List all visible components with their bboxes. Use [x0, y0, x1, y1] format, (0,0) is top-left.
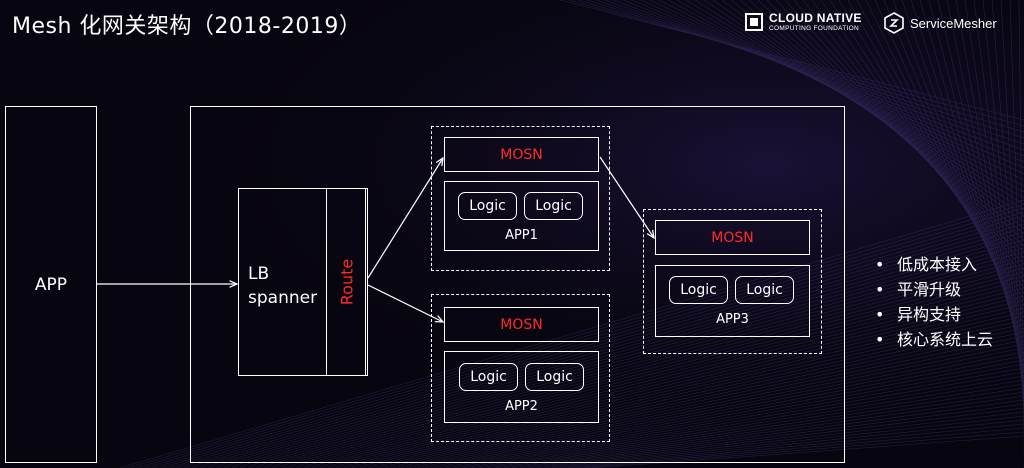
app2-group [431, 294, 610, 442]
client-app-box: APP [5, 106, 97, 463]
app2-box: Logic Logic APP2 [444, 351, 599, 423]
app2-mosn-box: MOSN [444, 307, 599, 342]
cncf-logo: CLOUD NATIVE COMPUTING FOUNDATION [745, 12, 862, 33]
app3-label: APP3 [716, 312, 749, 327]
app3-group [643, 209, 822, 354]
cncf-icon [745, 13, 763, 32]
client-app-label: APP [34, 274, 68, 295]
app3-box: Logic Logic APP3 [655, 265, 810, 337]
cncf-logo-line2: COMPUTING FOUNDATION [769, 25, 860, 32]
app2-logic-1: Logic [459, 363, 518, 391]
app1-label: APP1 [505, 228, 538, 243]
lb-spanner-box [238, 188, 366, 376]
route-box: Route [326, 188, 368, 376]
page-title: Mesh 化网关架构（2018-2019） [12, 14, 362, 39]
app1-logic-1: Logic [458, 192, 517, 220]
app3-mosn-label: MOSN [711, 229, 754, 246]
app1-mosn-box: MOSN [444, 137, 599, 172]
app2-logic-2: Logic [525, 363, 584, 391]
app1-box: Logic Logic APP1 [444, 181, 599, 251]
bullet-item: 平滑升级 [875, 277, 993, 302]
app1-mosn-label: MOSN [500, 146, 543, 163]
servicemesher-logo: ServiceMesher [884, 12, 997, 34]
bullet-item: 异构支持 [875, 302, 993, 327]
bullet-item: 低成本接入 [875, 252, 993, 277]
spanner-label: spanner [248, 288, 318, 308]
app2-label: APP2 [505, 399, 538, 414]
lb-label: LB [248, 264, 270, 284]
app1-logic-2: Logic [524, 192, 583, 220]
app2-mosn-label: MOSN [500, 316, 543, 333]
cncf-logo-line1: CLOUD NATIVE [769, 11, 862, 25]
app3-logic-1: Logic [669, 276, 728, 304]
bullet-item: 核心系统上云 [875, 327, 993, 352]
lb-spanner-label: LB spanner [248, 262, 317, 310]
app3-mosn-box: MOSN [655, 220, 810, 255]
route-label: Route [337, 258, 357, 306]
app3-logic-2: Logic [735, 276, 794, 304]
feature-bullet-list: 低成本接入 平滑升级 异构支持 核心系统上云 [875, 252, 993, 352]
servicemesher-hexagon-icon [884, 12, 904, 34]
servicemesher-logo-text: ServiceMesher [910, 15, 997, 31]
